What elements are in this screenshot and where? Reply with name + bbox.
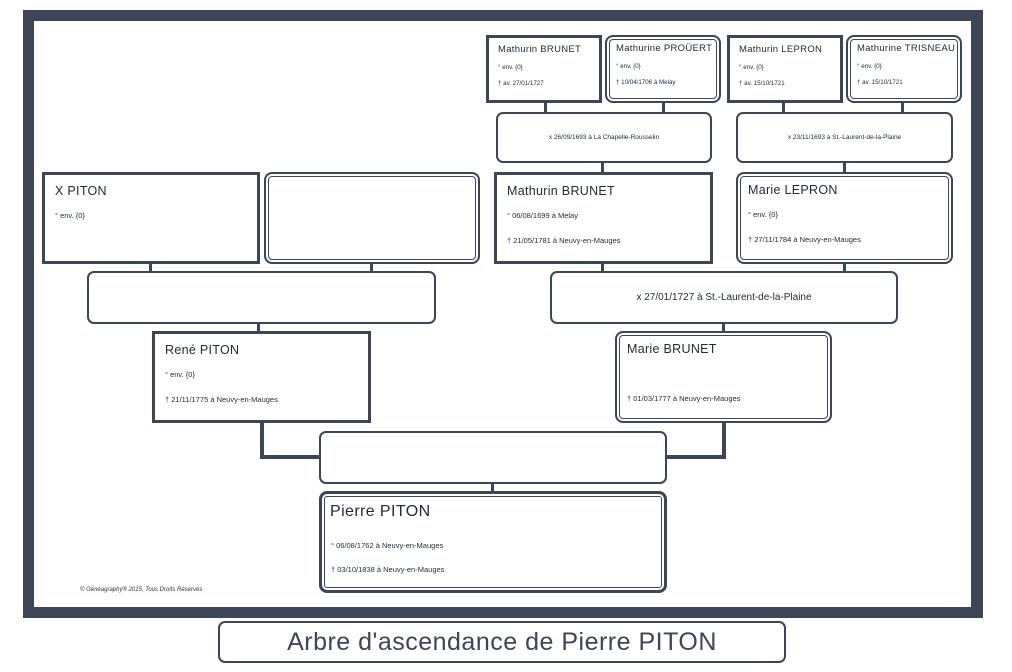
person-name: Mathurine PROÜERT xyxy=(616,43,713,54)
person-box-gen4-2[interactable]: Mathurine PROÜERT ° env. {0} † 10/04/170… xyxy=(605,35,721,103)
person-box-gen3-4[interactable]: Marie LEPRON ° env. {0} † 27/11/1784 à N… xyxy=(736,172,953,264)
birth-info: ° env. {0} xyxy=(498,64,523,71)
person-box-gen3-2[interactable] xyxy=(264,172,480,264)
birth-info: ° env. {0} xyxy=(857,63,882,70)
connector-line xyxy=(722,322,725,333)
death-info: † 10/04/1706 à Melay xyxy=(616,79,676,86)
birth-info: ° env. {0} xyxy=(616,63,641,70)
death-info: † 21/11/1775 à Neuvy-en-Mauges xyxy=(165,395,278,404)
death-info: † 03/10/1838 à Neuvy-en-Mauges xyxy=(331,565,445,574)
marriage-box-gen3-right: x 27/01/1727 à St.-Laurent-de-la-Plaine xyxy=(550,271,898,324)
person-name: Pierre PITON xyxy=(330,503,431,520)
birth-info: ° 06/08/1762 à Neuvy-en-Mauges xyxy=(331,541,444,550)
death-info: † 01/03/1777 à Neuvy-en-Mauges xyxy=(627,394,741,403)
person-name: Mathurin BRUNET xyxy=(507,184,615,198)
person-name: Mathurine TRISNEAU xyxy=(857,43,956,54)
tree-caption: Arbre d'ascendance de Pierre PITON xyxy=(218,621,786,663)
birth-info: ° env. {0} xyxy=(748,210,778,219)
birth-info: ° env. {0} xyxy=(739,64,764,71)
person-box-root[interactable]: Pierre PITON ° 06/08/1762 à Neuvy-en-Mau… xyxy=(319,491,667,593)
person-box-gen3-1[interactable]: X PITON ° env. {0} xyxy=(42,172,260,264)
birth-info: ° 06/08/1699 à Melay xyxy=(507,211,578,220)
connector-line xyxy=(544,101,547,113)
person-box-gen2-mother[interactable]: Marie BRUNET † 01/03/1777 à Neuvy-en-Mau… xyxy=(615,331,832,423)
connector-line xyxy=(782,101,785,113)
connector-line xyxy=(662,101,665,113)
person-name: Marie BRUNET xyxy=(627,342,717,356)
person-box-gen2-father[interactable]: René PITON ° env. {0} † 21/11/1775 à Neu… xyxy=(152,331,371,423)
connector-line xyxy=(260,422,264,458)
death-info: † av. 27/01/1727 xyxy=(498,80,544,87)
marriage-box-gen4-right: x 23/11/1693 à St.-Laurent-de-la-Plaine xyxy=(736,112,953,163)
connector-line xyxy=(257,322,260,333)
connector-line xyxy=(601,162,604,173)
marriage-box-gen3-left xyxy=(87,271,436,324)
person-box-gen3-3[interactable]: Mathurin BRUNET ° 06/08/1699 à Melay † 2… xyxy=(494,172,713,264)
birth-info: ° env. {0} xyxy=(165,370,195,379)
marriage-box-gen2 xyxy=(319,431,667,484)
connector-line xyxy=(901,101,904,113)
death-info: † 27/11/1784 à Neuvy-en-Mauges xyxy=(748,235,861,244)
connector-line xyxy=(843,262,846,273)
birth-info: ° env. {0} xyxy=(55,211,85,220)
death-info: † av. 15/10/1721 xyxy=(739,80,785,87)
person-box-gen4-1[interactable]: Mathurin BRUNET ° env. {0} † av. 27/01/1… xyxy=(486,35,602,103)
connector-line xyxy=(491,482,494,493)
death-info: † av. 15/10/1721 xyxy=(857,79,903,86)
connector-line xyxy=(601,262,604,273)
person-name: Mathurin BRUNET xyxy=(498,44,582,55)
copyright-notice: © Généagraphy® 2015, Tous Droits Réservé… xyxy=(80,587,203,593)
connector-line xyxy=(370,262,373,273)
person-box-gen4-4[interactable]: Mathurine TRISNEAU ° env. {0} † av. 15/1… xyxy=(846,35,962,103)
person-name: René PITON xyxy=(165,343,240,357)
death-info: † 21/05/1781 à Neuvy-en-Mauges xyxy=(507,236,621,245)
person-box-gen4-3[interactable]: Mathurin LEPRON ° env. {0} † av. 15/10/1… xyxy=(727,35,843,103)
person-name: Marie LEPRON xyxy=(748,183,838,197)
connector-line xyxy=(722,422,726,458)
person-name: Mathurin LEPRON xyxy=(739,44,823,55)
connector-line xyxy=(664,455,726,459)
connector-line xyxy=(260,455,322,459)
connector-line xyxy=(149,262,152,273)
person-name: X PITON xyxy=(55,184,107,198)
connector-line xyxy=(843,162,846,173)
marriage-box-gen4-left: x 26/09/1693 à La Chapelle-Rousselin xyxy=(496,112,712,163)
